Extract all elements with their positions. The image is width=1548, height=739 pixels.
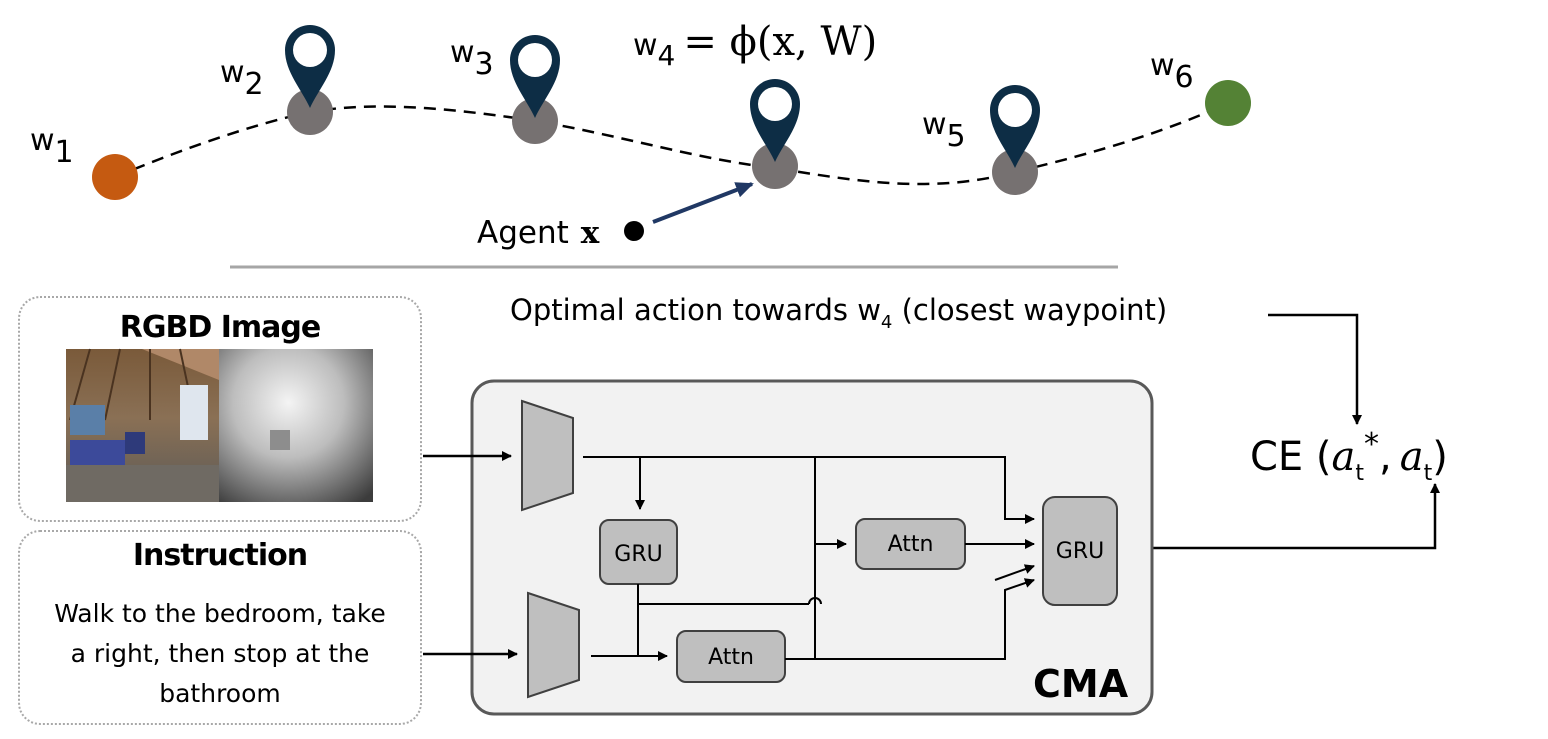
gru-output-label: GRU	[1056, 539, 1104, 564]
gru-to-out-arrowhead	[994, 564, 1035, 581]
output-to-loss-arrow	[1152, 483, 1440, 550]
instruction-encoder	[527, 591, 580, 699]
attn-block-lower	[676, 630, 786, 683]
optimal-action-text: Optimal action towards w4 (closest waypo…	[510, 293, 1167, 333]
instruction-line: Walk to the bedroom, take	[54, 599, 386, 628]
ce-loss: CE (at*,at)	[1250, 427, 1448, 486]
waypoint-w4	[752, 143, 798, 189]
trajectory-path	[114, 101, 1229, 186]
rgbd-title: RGBD Image	[119, 310, 321, 345]
instruction-card: Instruction Walk to the bedroom, take a …	[18, 530, 422, 725]
label-w6: w6	[1150, 48, 1194, 95]
waypoint-w2	[287, 89, 333, 135]
agent-arrow	[652, 182, 754, 224]
cma-box	[470, 379, 1154, 716]
instruction-text: Walk to the bedroom, take a right, then …	[20, 594, 420, 714]
agent-dot	[624, 221, 644, 241]
waypoint-w3	[512, 98, 558, 144]
supervision-arrow	[1268, 313, 1362, 425]
map-pin-icon	[510, 35, 560, 118]
map-pin-icon	[285, 25, 335, 108]
label-w3: w3	[450, 35, 494, 82]
map-pin-icon	[750, 79, 800, 162]
rgbd-card: RGBD Image	[18, 296, 422, 522]
label-w5: w5	[922, 107, 966, 154]
waypoint-w5	[992, 149, 1038, 195]
rgbd-encoder	[521, 399, 574, 512]
attn-label-upper: Attn	[888, 532, 934, 557]
waypoint-formula: w4= ϕ(x, W)	[633, 19, 877, 72]
cma-wiring	[583, 456, 1035, 661]
instruction-line: bathroom	[159, 679, 281, 708]
map-pin-icon	[990, 85, 1040, 168]
label-w2: w2	[220, 55, 264, 102]
instruction-title: Instruction	[132, 538, 308, 573]
attn-label-lower: Attn	[708, 645, 754, 670]
gru-label: GRU	[614, 542, 662, 567]
waypoint-w6-goal	[1205, 80, 1251, 126]
waypoint-w1-start	[92, 154, 138, 200]
label-w1: w1	[30, 123, 74, 170]
gru-output-block	[1042, 496, 1118, 606]
cma-title: CMA	[1033, 662, 1129, 706]
instruction-line: a right, then stop at the	[70, 639, 370, 668]
